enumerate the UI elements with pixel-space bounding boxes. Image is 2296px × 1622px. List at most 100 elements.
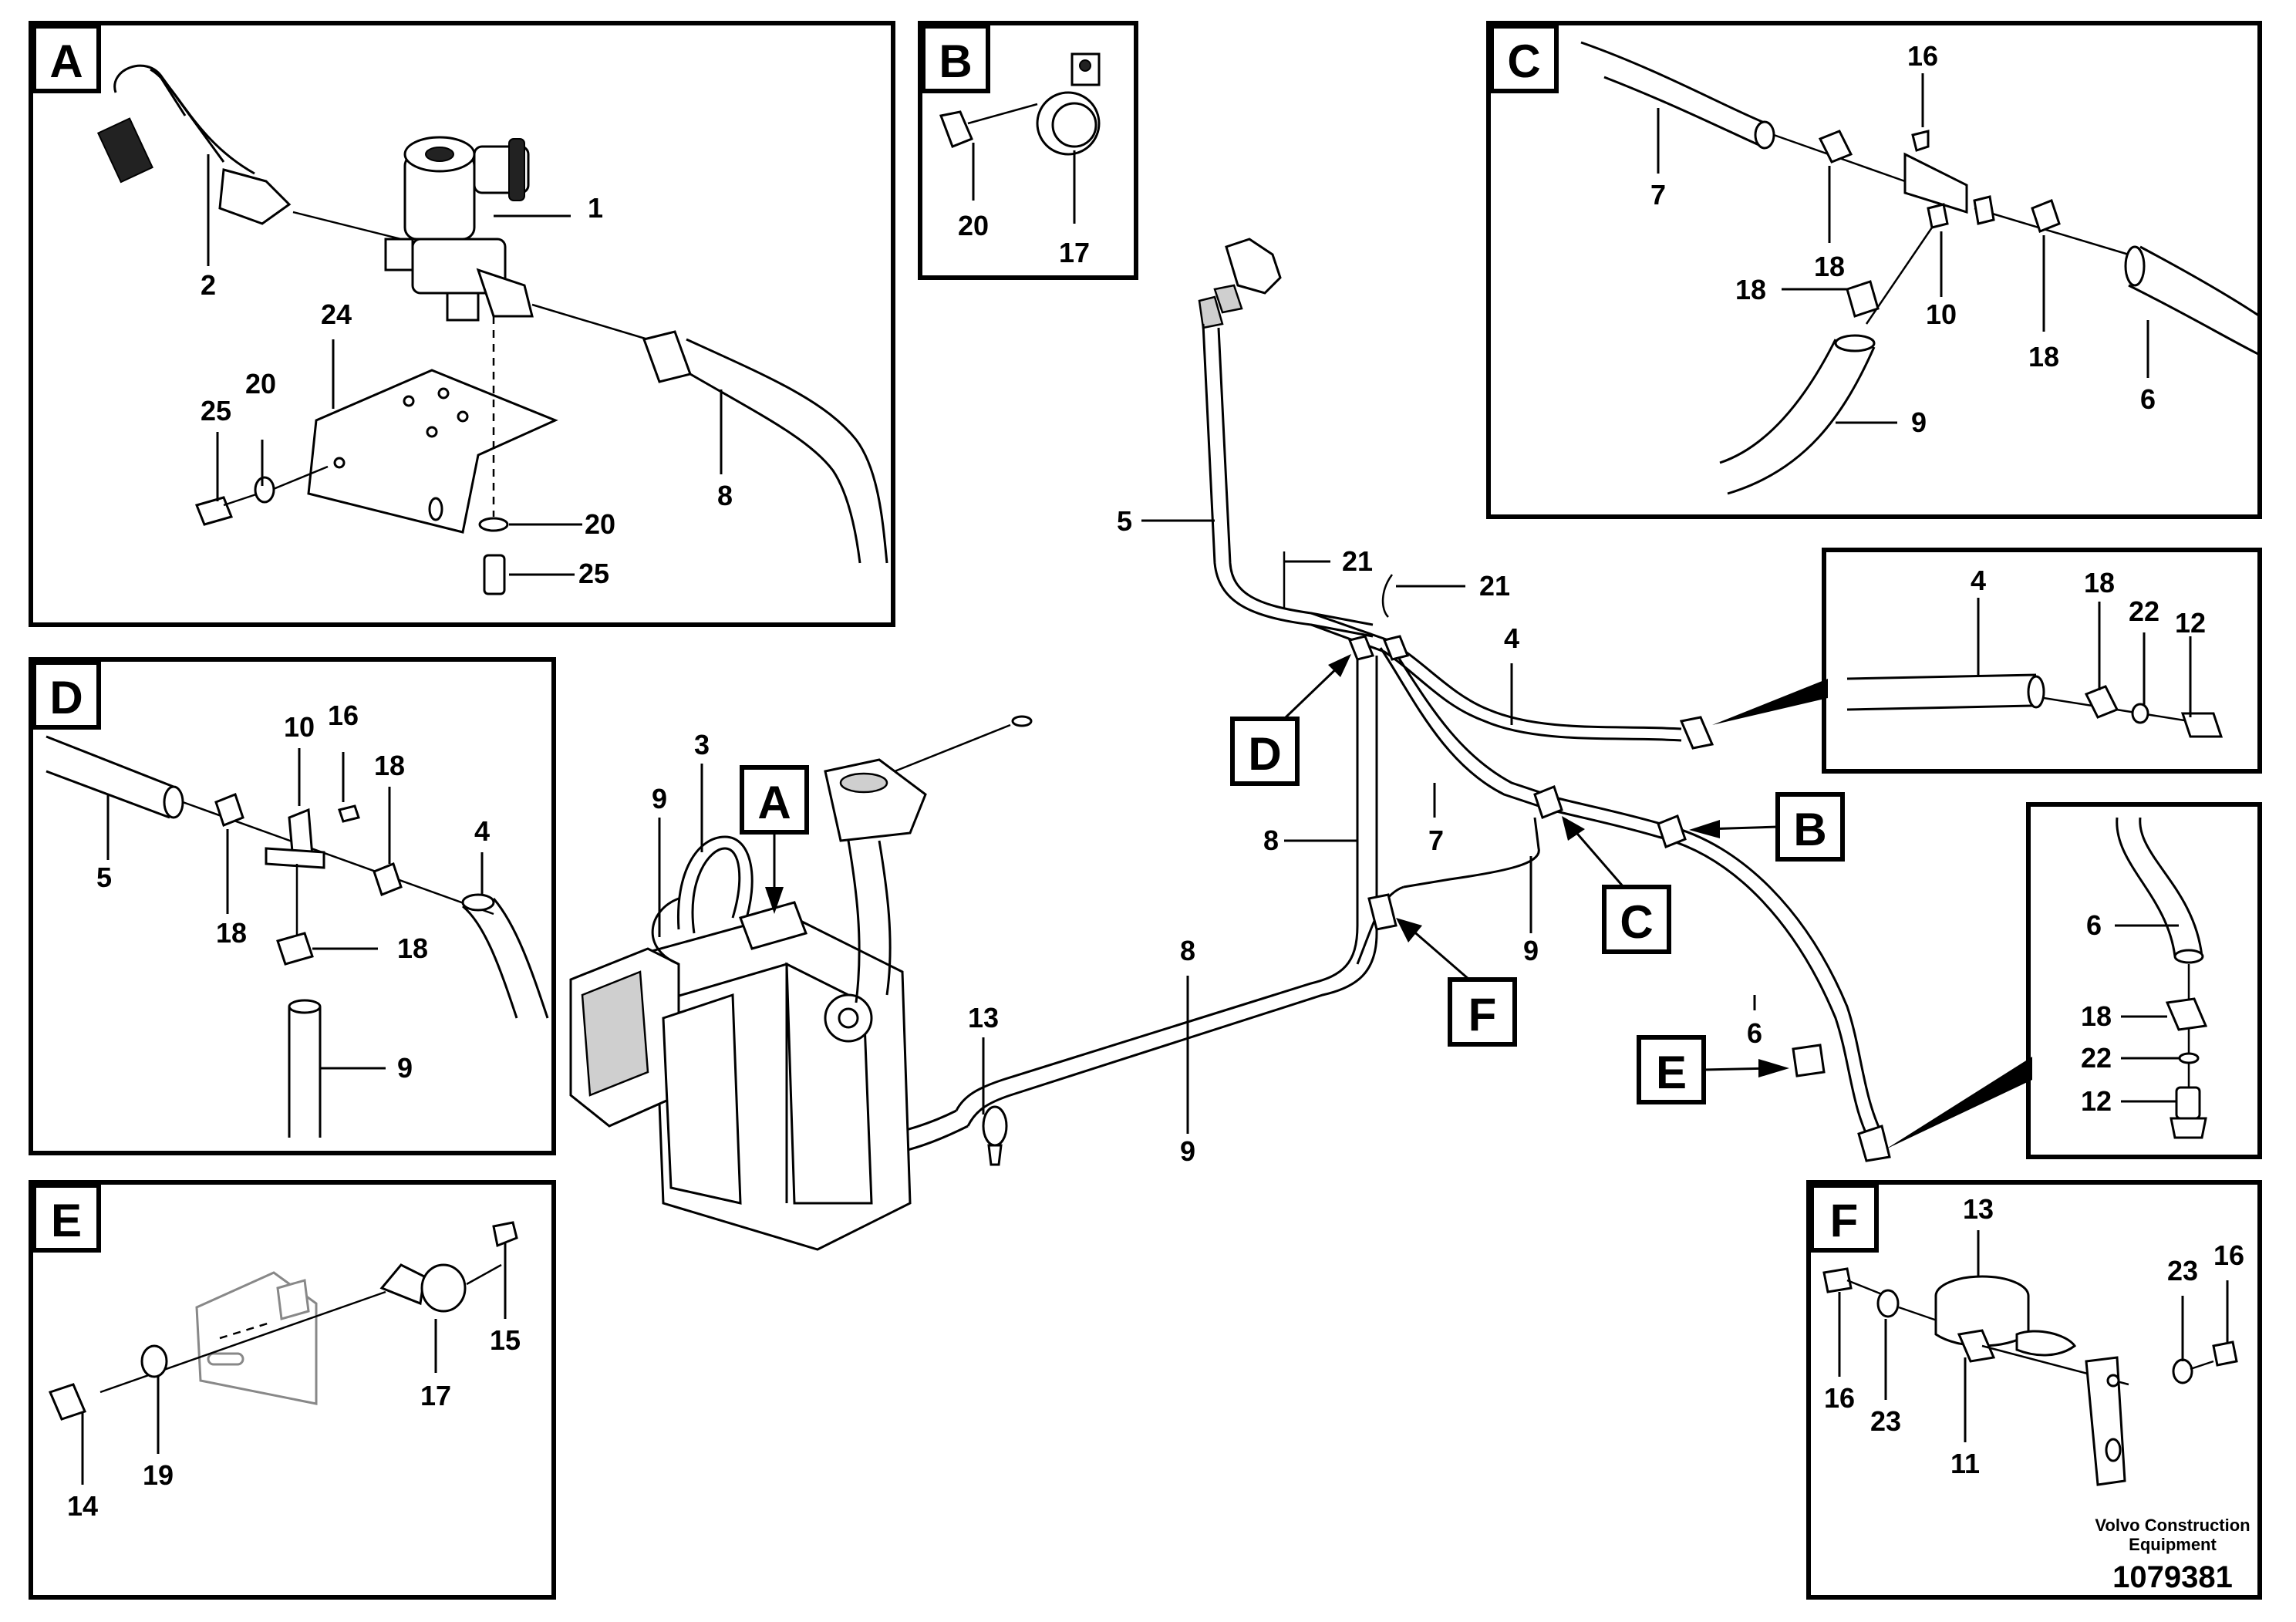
svg-text:16: 16 (1824, 1382, 1855, 1414)
svg-text:4: 4 (1504, 622, 1519, 654)
svg-text:25: 25 (578, 558, 609, 589)
leader-lines-main (658, 519, 1756, 1134)
svg-text:17: 17 (420, 1380, 451, 1411)
svg-text:21: 21 (1479, 570, 1510, 602)
svg-text:11: 11 (1950, 1448, 1980, 1479)
svg-text:8: 8 (717, 480, 733, 511)
svg-text:13: 13 (968, 1002, 999, 1034)
svg-text:18: 18 (374, 750, 405, 781)
svg-text:D: D (1248, 728, 1281, 780)
drawing-number: 1079381 (2112, 1560, 2233, 1594)
svg-text:17: 17 (1059, 237, 1090, 268)
svg-text:20: 20 (958, 210, 989, 241)
svg-text:C: C (1620, 896, 1653, 948)
svg-text:6: 6 (2140, 383, 2156, 415)
svg-text:13: 13 (1963, 1193, 1994, 1225)
callout-a: A (740, 765, 809, 914)
svg-text:F: F (1830, 1195, 1859, 1246)
svg-text:24: 24 (321, 298, 352, 330)
detail-panel-a: A (29, 21, 895, 627)
svg-text:8: 8 (1263, 824, 1279, 856)
svg-text:2: 2 (201, 269, 216, 301)
svg-text:9: 9 (1180, 1135, 1195, 1167)
svg-text:18: 18 (2084, 567, 2115, 599)
svg-text:16: 16 (1907, 40, 1938, 72)
svg-text:9: 9 (652, 783, 667, 814)
main-assembly (569, 238, 1891, 1251)
callout-d: D (1230, 654, 1351, 786)
svg-text:9: 9 (1911, 406, 1927, 438)
svg-text:22: 22 (2129, 595, 2159, 627)
part-numbers-b: 20 17 (958, 210, 1090, 268)
svg-text:9: 9 (1523, 935, 1539, 966)
leader-lines-hose-6 (2115, 924, 2179, 1103)
svg-text:10: 10 (284, 711, 315, 743)
panel-tag-c: C (1489, 24, 1559, 93)
svg-text:7: 7 (1428, 824, 1444, 856)
company-name-line-2: Equipment (2129, 1535, 2217, 1554)
leader-lines-b (972, 143, 1076, 224)
footer: Volvo Construction Equipment 1079381 (2095, 1516, 2250, 1594)
svg-text:4: 4 (1971, 565, 1986, 596)
svg-text:6: 6 (1747, 1017, 1762, 1049)
svg-text:20: 20 (245, 368, 276, 400)
svg-text:18: 18 (1735, 274, 1766, 305)
clamp-assembly-f (1822, 1267, 2238, 1486)
detail-panel-hose-6-end: 6 18 22 12 (2026, 802, 2262, 1159)
svg-text:20: 20 (585, 508, 615, 540)
svg-text:12: 12 (2175, 607, 2206, 639)
upper-connector (1198, 238, 1282, 329)
svg-text:E: E (51, 1195, 82, 1246)
leader-lines-e (81, 1242, 507, 1485)
svg-text:8: 8 (1180, 935, 1195, 966)
company-name-line-1: Volvo Construction (2095, 1516, 2250, 1535)
panel-tag-d: D (32, 660, 101, 730)
svg-text:5: 5 (96, 862, 112, 893)
svg-text:F: F (1468, 989, 1497, 1040)
svg-text:18: 18 (216, 917, 247, 949)
panel-tag-a: A (32, 24, 101, 93)
svg-text:14: 14 (67, 1490, 98, 1522)
part-numbers-d: 10 16 18 5 18 4 18 9 (96, 700, 490, 1084)
svg-text:16: 16 (328, 700, 359, 731)
detail-panel-c: C (1486, 21, 2262, 519)
callout-b: B (1689, 792, 1845, 862)
svg-text:18: 18 (2028, 341, 2059, 373)
part-numbers-f: 13 23 16 16 23 11 (1824, 1193, 2244, 1479)
svg-text:4: 4 (474, 815, 490, 847)
leader-lines-a (207, 154, 723, 576)
svg-text:22: 22 (2081, 1042, 2112, 1074)
detail-panel-b: B 20 17 (918, 21, 1138, 280)
svg-text:D: D (49, 672, 83, 723)
fitting-assembly-hose-6 (2116, 817, 2208, 1139)
svg-text:5: 5 (1117, 505, 1132, 537)
svg-text:16: 16 (2213, 1239, 2244, 1271)
svg-text:3: 3 (694, 729, 710, 760)
callout-e: E (1637, 1035, 1789, 1104)
detail-panel-d: D (29, 657, 556, 1155)
part-numbers-e: 15 17 14 19 (67, 1324, 521, 1522)
svg-text:7: 7 (1650, 179, 1666, 211)
svg-text:18: 18 (1814, 251, 1845, 282)
part-numbers-c: 16 7 18 18 10 18 6 9 (1650, 40, 2156, 438)
clamp-assembly-b (939, 52, 1101, 156)
svg-text:10: 10 (1926, 298, 1957, 330)
svg-text:25: 25 (201, 395, 231, 427)
leader-lines-f (1838, 1230, 2229, 1442)
svg-text:E: E (1656, 1047, 1687, 1098)
svg-text:C: C (1507, 35, 1540, 87)
panel-tag-f: F (1809, 1183, 1879, 1253)
svg-text:A: A (49, 35, 83, 87)
detail-panel-f: F 13 23 (1806, 1180, 2262, 1600)
svg-text:23: 23 (2167, 1255, 2198, 1286)
leader-lines-hose-4 (1977, 598, 2192, 717)
svg-text:15: 15 (490, 1324, 521, 1356)
svg-text:A: A (757, 777, 791, 828)
part-numbers-hose-6: 6 18 22 12 (2081, 909, 2112, 1117)
callout-c: C (1562, 816, 1671, 954)
leader-lines-c (1657, 73, 2149, 424)
detail-panel-hose-4-end: 4 18 22 12 (1822, 548, 2262, 774)
svg-text:9: 9 (397, 1052, 413, 1084)
svg-text:6: 6 (2086, 909, 2102, 941)
